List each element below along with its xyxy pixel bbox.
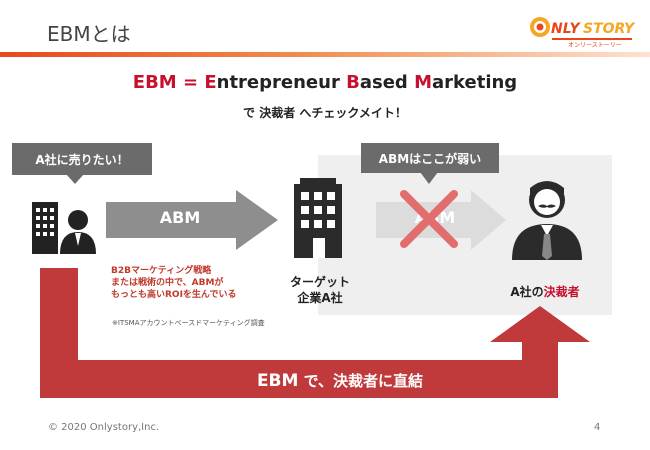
title-divider (0, 52, 650, 57)
headline: EBM = Entrepreneur Based Marketing (0, 72, 650, 93)
abm-description-line-1: B2Bマーケティング戦略 (111, 266, 212, 276)
headline-ased: ased (359, 72, 415, 93)
onlystory-logo: NLY STORY オンリーストーリー (530, 17, 636, 49)
svg-text:オンリーストーリー: オンリーストーリー (568, 42, 622, 49)
ebm-arrow-label-suffix: で、決裁者に直結 (298, 372, 424, 390)
building-icon (294, 178, 342, 258)
decision-maker-label: A社の決裁者 (490, 284, 600, 300)
headline-arketing: arketing (432, 72, 518, 93)
target-company-label: ターゲット 企業A社 (270, 274, 370, 306)
headline-equals: = (176, 72, 205, 93)
decision-maker-label-highlight: 決裁者 (543, 285, 580, 299)
ebm-arrow-label-prefix: EBM (256, 371, 299, 391)
headline-m: M (414, 72, 432, 93)
abm-description: B2Bマーケティング戦略 または戦術の中で、ABMが もっとも高いROIを生んで… (111, 265, 281, 301)
survey-footnote: ※ITSMAアカウントベースドマーケティング調査 (112, 319, 265, 327)
page-number: 4 (594, 422, 601, 433)
headline-ebm: EBM (132, 72, 177, 93)
abm-arrow-left-label: ABM (159, 208, 201, 227)
speech-bubble-right: ABMはここが弱い (361, 143, 499, 173)
bubble-tail-right (420, 172, 438, 184)
speech-bubble-left: A社に売りたい！ (12, 143, 152, 175)
target-company-label-line-2: 企業A社 (297, 291, 343, 305)
decision-maker-label-prefix: A社の (510, 285, 544, 299)
headline-ntrepreneur: ntrepreneur (216, 72, 347, 93)
svg-text:STORY: STORY (583, 21, 636, 37)
slide-title: EBMとは (47, 22, 131, 46)
target-company-label-line-1: ターゲット (289, 275, 350, 289)
abm-description-line-3: もっとも高いROIを生んでいる (111, 290, 237, 300)
decision-maker-icon (512, 181, 582, 260)
headline-b: B (346, 72, 360, 93)
ebm-arrow-label: EBM で、決裁者に直結 (150, 370, 530, 391)
abm-arrow-left (106, 190, 278, 250)
salesperson-icon (32, 202, 96, 254)
bubble-tail-left (66, 174, 84, 184)
abm-description-line-2: または戦術の中で、ABMが (111, 278, 224, 288)
headline-e: E (204, 72, 217, 93)
copyright: © 2020 Onlystory,Inc. (48, 422, 160, 433)
cross-icon (400, 190, 458, 248)
subheadline: で 決裁者 へチェックメイト！ (243, 106, 407, 120)
svg-text:NLY: NLY (551, 21, 581, 37)
